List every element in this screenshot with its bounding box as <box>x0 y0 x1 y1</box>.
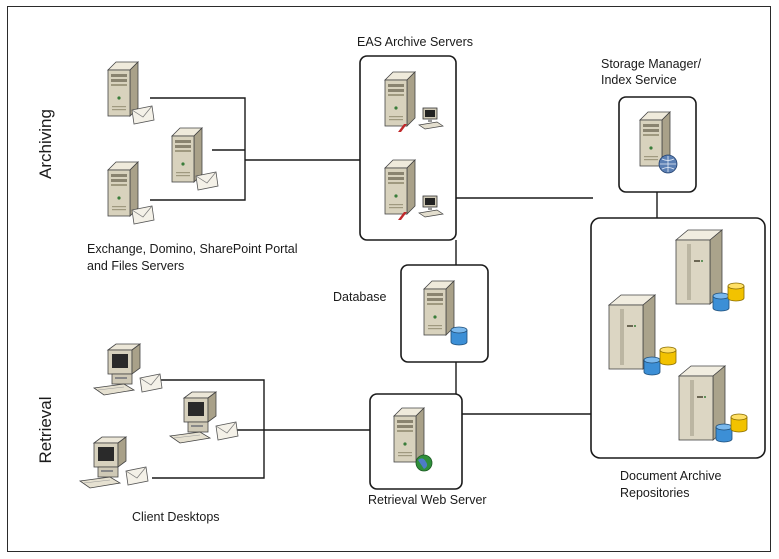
source-server-3 <box>107 161 155 225</box>
server-icon <box>393 407 425 463</box>
server-icon <box>384 159 416 215</box>
source-servers-label-line1: Exchange, Domino, SharePoint Portal <box>87 242 298 256</box>
source-server-2 <box>171 127 219 191</box>
archiving-section-label: Archiving <box>36 109 55 179</box>
repositories-label-line1: Document Archive <box>620 469 722 483</box>
eas-archive-servers-label: EAS Archive Servers <box>357 35 474 49</box>
database-cylinder-icon <box>730 413 748 433</box>
client-desktop-2 <box>169 391 239 444</box>
database-cylinder-icon <box>659 346 677 366</box>
server-icon <box>423 280 455 336</box>
server-icon <box>675 229 723 305</box>
database-cylinder-icon <box>727 282 745 302</box>
client-desktop-3 <box>79 436 149 489</box>
desktop-computer-icon <box>169 391 217 444</box>
mail-envelope-icon <box>139 373 163 393</box>
diagram-frame <box>7 6 771 552</box>
storage-manager-label-line2: Index Service <box>601 73 677 87</box>
server-icon <box>107 161 139 217</box>
client-desktops-label: Client Desktops <box>132 510 220 524</box>
eas-emblem-icon <box>397 124 408 132</box>
eas-server-1 <box>384 71 444 132</box>
server-icon <box>384 71 416 127</box>
retrieval-server <box>393 407 433 472</box>
repositories-label-line2: Repositories <box>620 486 690 500</box>
source-server-1 <box>107 61 155 125</box>
database-cylinder-icon <box>450 326 468 346</box>
mail-envelope-icon <box>125 466 149 486</box>
database-cylinder-icon <box>715 423 733 443</box>
connector-lines <box>150 97 658 479</box>
storage-manager-server <box>639 111 678 174</box>
desktop-computer-icon <box>93 343 141 396</box>
eas-emblem-icon <box>397 212 408 220</box>
server-icon <box>171 127 203 183</box>
database-cylinder-icon <box>712 292 730 312</box>
eas-server-2 <box>384 159 444 220</box>
desktop-computer-icon <box>79 436 127 489</box>
source-servers-label-line2: and Files Servers <box>87 259 185 273</box>
eas-archive-servers-box <box>359 55 457 241</box>
client-desktop-1 <box>93 343 163 396</box>
retrieval-web-server-label: Retrieval Web Server <box>368 493 487 507</box>
storage-manager-label-line1: Storage Manager/ <box>601 57 702 71</box>
mail-envelope-icon <box>215 421 239 441</box>
server-icon <box>107 61 139 117</box>
retrieval-section-label: Retrieval <box>36 396 55 464</box>
database-cylinder-icon <box>643 356 661 376</box>
database-label: Database <box>333 290 387 304</box>
